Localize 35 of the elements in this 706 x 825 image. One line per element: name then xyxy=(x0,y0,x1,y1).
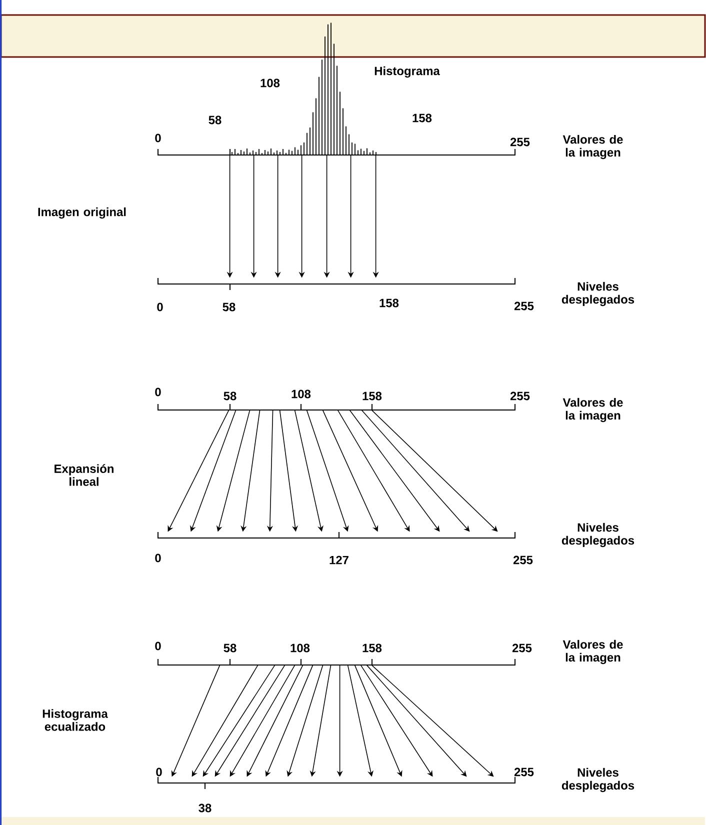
axis-value: 108 xyxy=(292,390,311,398)
axis-line xyxy=(158,278,516,290)
axis-value: 158 xyxy=(362,392,382,400)
axis-value: 38 xyxy=(198,804,212,812)
axis-value: 58 xyxy=(208,116,222,124)
axis-value: 0 xyxy=(155,642,161,650)
arrow xyxy=(361,410,470,532)
axis-value: 255 xyxy=(514,302,534,310)
axis-value: 58 xyxy=(222,302,236,312)
axis-value: 0 xyxy=(156,768,162,776)
axis-value: 0 xyxy=(155,134,161,142)
axis-line xyxy=(158,404,516,410)
panel-title: Histograma ecualizado xyxy=(42,709,108,731)
axis-value: 58 xyxy=(224,392,236,400)
axis-value: 255 xyxy=(514,768,534,776)
axis-line xyxy=(158,658,516,666)
panel-title: Expansión lineal xyxy=(54,464,114,486)
axis-value: 255 xyxy=(510,392,530,400)
axis-value: 255 xyxy=(510,138,530,146)
axis-line xyxy=(158,532,516,538)
axis-value: 0 xyxy=(155,388,161,396)
axis-value: 255 xyxy=(513,556,533,564)
panel-title: Imagen original xyxy=(38,207,126,219)
arrow xyxy=(371,664,494,777)
arrow xyxy=(366,664,467,777)
axis-value: 255 xyxy=(512,644,532,652)
arrow xyxy=(371,410,498,532)
axis-value: 0 xyxy=(155,554,161,562)
histogram-title: Histograma xyxy=(374,66,440,78)
axis-value: 108 xyxy=(260,78,280,88)
axis-line xyxy=(158,776,516,790)
axis-value: 0 xyxy=(157,302,163,312)
axis-value: 127 xyxy=(330,556,348,564)
axis-line xyxy=(158,148,516,156)
axis-value: 158 xyxy=(412,114,432,122)
